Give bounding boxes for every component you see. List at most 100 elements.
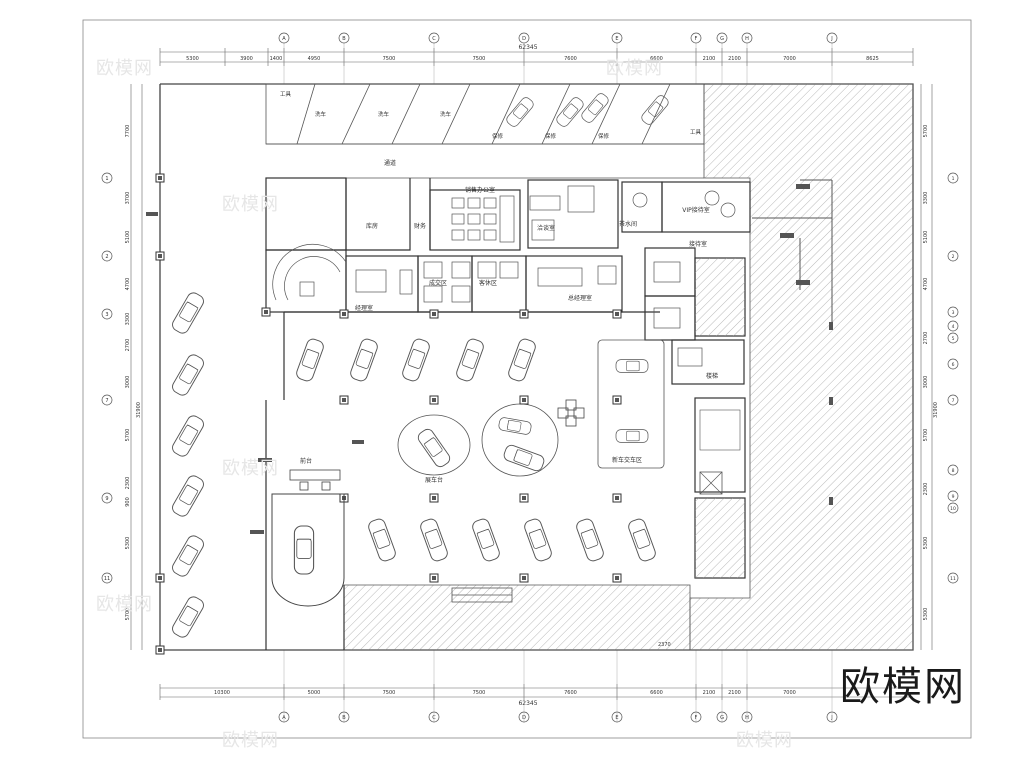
svg-text:3: 3: [105, 312, 108, 318]
display-car: [626, 516, 658, 564]
structural-column: [339, 309, 349, 319]
service-cars: [504, 91, 671, 129]
room-label-stair: 楼梯: [706, 372, 718, 380]
outside-parking-cars: [169, 290, 207, 640]
watermark-top-left: 欧模网: [96, 58, 153, 79]
watermark-mid-1: 欧模网: [222, 194, 279, 215]
structural-column: [155, 573, 165, 583]
axis-bubble-B: B: [338, 32, 350, 84]
parked-car: [169, 533, 207, 579]
bottom-dim-label: 7000: [783, 690, 796, 696]
top-dim-label: 7000: [783, 56, 796, 62]
bottom-dim-label: 10300: [214, 690, 230, 696]
bottom-dim-label: 6600: [650, 690, 663, 696]
watermark-bottom-1: 欧模网: [222, 730, 279, 751]
structural-column: [155, 173, 165, 183]
parked-car: [169, 290, 207, 336]
bay-label: 洗车: [378, 110, 390, 118]
top-dim-label: 8625: [866, 56, 879, 62]
structural-column: [612, 395, 622, 405]
svg-text:9: 9: [105, 496, 108, 502]
display-car: [574, 516, 606, 564]
parked-car: [169, 352, 207, 398]
svg-text:11: 11: [950, 576, 956, 582]
parked-car: [169, 594, 207, 640]
row-axis-7: 7: [101, 394, 113, 406]
ramp-dimension: 2370: [658, 642, 671, 648]
left-dim-label: 5700: [125, 608, 131, 621]
bottom-dim-label: 5000: [308, 690, 321, 696]
total-dimension-bottom: 62345: [518, 700, 537, 707]
structural-column: [155, 645, 165, 655]
axis-bubble-H: H: [741, 32, 753, 84]
display-car: [470, 516, 502, 564]
room-label-tea: 茶水间: [619, 220, 637, 228]
room-label-vip: VIP接待室: [682, 206, 710, 214]
svg-text:J: J: [830, 36, 832, 42]
bay-label: 保修: [598, 132, 610, 140]
right-dim-label: 5700: [923, 125, 929, 138]
room-label-show_center: 展车台: [425, 476, 443, 484]
structural-column: [429, 309, 439, 319]
room-label-closing: 成交区: [429, 279, 447, 287]
axis-bubble-J: J: [826, 32, 838, 84]
left-dim-label: 4700: [125, 278, 131, 291]
svg-text:2: 2: [105, 254, 108, 260]
svg-text:C: C: [432, 36, 436, 42]
svg-text:2: 2: [952, 254, 955, 260]
hatched-zone-bottom: [343, 584, 691, 651]
axis-bubble-D: D: [518, 32, 530, 84]
watermark-top-mid: 欧模网: [606, 58, 663, 79]
structural-column: [429, 395, 439, 405]
brand-watermark: 欧模网: [840, 664, 966, 710]
bay-label: 工具: [280, 91, 292, 98]
svg-text:A: A: [282, 36, 286, 42]
top-dimension-chain: [160, 51, 913, 63]
axis-bubble-E: E: [611, 32, 623, 84]
display-car: [418, 516, 450, 564]
display-car: [522, 516, 554, 564]
parked-car: [169, 413, 207, 459]
display-car: [366, 516, 398, 564]
svg-text:7: 7: [105, 398, 108, 404]
axis-bubble-H: H: [741, 650, 753, 723]
service-bays: [265, 83, 705, 179]
left-dim-label: 900: [125, 497, 131, 507]
structural-column: [612, 573, 622, 583]
structural-column: [155, 251, 165, 261]
interior-walls: [265, 177, 751, 650]
axis-bubble-A: A: [278, 650, 290, 723]
room-label-storage: 库房: [366, 222, 378, 230]
structural-column: [612, 309, 622, 319]
room-label-office: 销售办公室: [465, 186, 495, 194]
bottom-dim-label: 2100: [703, 690, 716, 696]
svg-text:9: 9: [952, 494, 955, 500]
bottom-dim-label: 7500: [383, 690, 396, 696]
right-dim-label: 3300: [923, 192, 929, 205]
top-dim-label: 6600: [650, 56, 663, 62]
left-dim-label: 3700: [125, 192, 131, 205]
bay-label: 保修: [545, 132, 557, 140]
center-display: [557, 399, 585, 427]
svg-text:F: F: [695, 36, 698, 42]
svg-text:7: 7: [952, 398, 955, 404]
svg-text:E: E: [615, 36, 618, 42]
axis-bubble-F: F: [690, 32, 702, 84]
top-dim-label: 1400: [270, 56, 283, 62]
svg-text:10: 10: [950, 506, 956, 512]
bay-label: 洗车: [440, 110, 452, 118]
row-axis-right-7: 7: [947, 394, 959, 406]
svg-text:A: A: [282, 715, 286, 721]
row-axis-right-6: 6: [947, 358, 959, 370]
row-axis-right-10: 10: [947, 502, 959, 514]
svg-text:C: C: [432, 715, 436, 721]
left-dim-label: 3000: [125, 376, 131, 389]
row-axis-3: 3: [101, 308, 113, 320]
left-dim-label: 5300: [125, 537, 131, 550]
bottom-dim-label: 7500: [473, 690, 486, 696]
top-dim-label: 7600: [564, 56, 577, 62]
right-dim-total: 31900: [933, 402, 939, 418]
top-dim-label: 7500: [473, 56, 486, 62]
structural-column: [429, 493, 439, 503]
